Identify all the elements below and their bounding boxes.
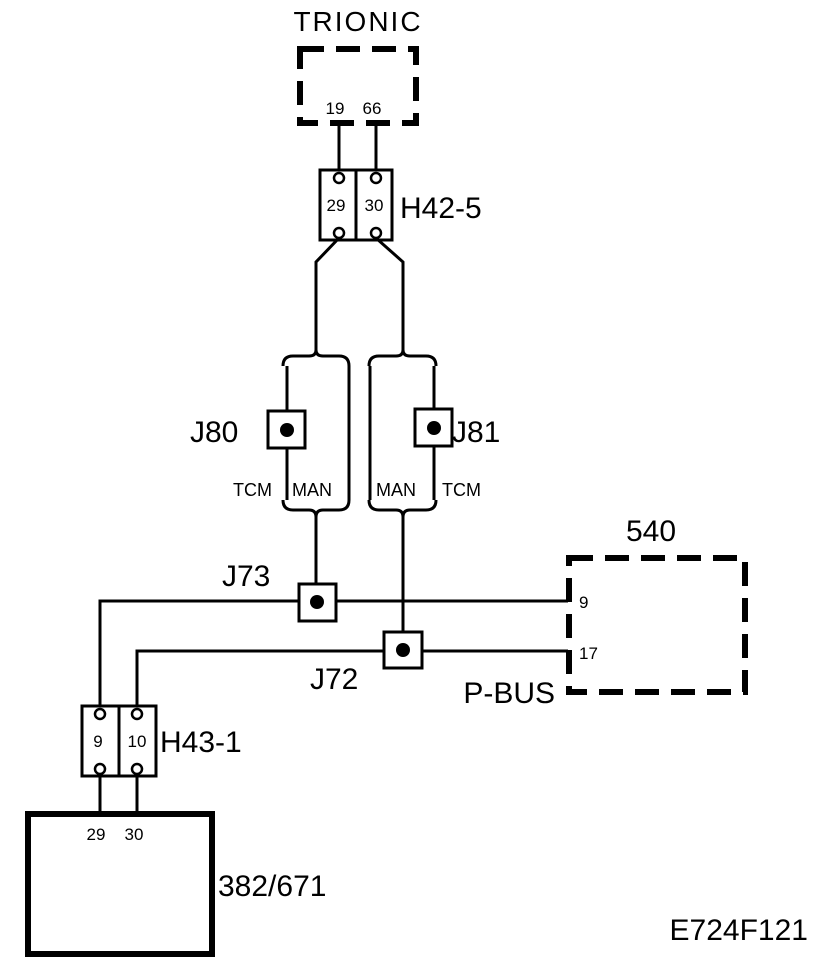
j81-box: [413, 407, 454, 448]
bracket-right-bottom: [367, 499, 438, 518]
module-540-box: [566, 555, 748, 695]
h43-1-pin-hole: [130, 707, 144, 721]
j72-label: J72: [310, 663, 358, 696]
j80-label: J80: [190, 416, 238, 449]
h42-5-label: H42-5: [400, 192, 482, 225]
j81-label: J81: [452, 416, 500, 449]
wire-h42-5-30-down: [375, 236, 405, 340]
h42-5-pin-hole: [369, 226, 383, 240]
bracket-left-man-label: MAN: [292, 480, 332, 500]
h42-5-pin-29: 29: [327, 196, 346, 215]
module-382-671-label: 382/671: [218, 870, 326, 903]
figure-id: E724F121: [670, 914, 808, 947]
h43-1-label: H43-1: [160, 726, 242, 759]
module-382-671-pin-30: 30: [125, 825, 144, 844]
h43-1-pin-hole: [93, 707, 107, 721]
jumper-j80: J80: [190, 409, 307, 450]
wire-pin17-bus: [135, 649, 568, 708]
j72-node: [396, 643, 410, 657]
trionic-box: [297, 46, 419, 126]
h42-5-pin-hole: [369, 171, 383, 185]
bracket-left-bottom: [281, 499, 351, 518]
j73-label: J73: [222, 560, 270, 593]
bracket-left-tcm-label: TCM: [233, 480, 272, 500]
trionic-pin-66: 66: [363, 99, 382, 118]
module-382-671-box: [25, 811, 215, 957]
bracket-right-man-label: MAN: [376, 480, 416, 500]
j81-node: [427, 421, 441, 435]
wire-pin9-bus: [98, 599, 568, 708]
h42-5-pin-hole: [332, 171, 346, 185]
connector-h42-5: 29 30 H42-5: [318, 168, 482, 242]
h42-5-pin-hole: [332, 226, 346, 240]
module-540-pin-9: 9: [579, 593, 588, 612]
wire-h42-5-29-down: [314, 236, 341, 340]
h43-1-pin-10: 10: [128, 732, 147, 751]
module-540-pin-17: 17: [579, 644, 598, 663]
j73-node: [310, 595, 324, 609]
j80-box: [266, 409, 307, 450]
connector-h43-1: 9 10 H43-1: [80, 704, 242, 778]
h42-5-pin-30: 30: [365, 196, 384, 215]
module-382-671: 29 30 382/671: [25, 811, 326, 957]
trionic-pin-19: 19: [326, 99, 345, 118]
jumper-j81: J81: [413, 407, 500, 449]
h43-1-pin-9: 9: [93, 732, 102, 751]
h43-1-pin-hole: [93, 762, 107, 776]
trionic-module: TRIONIC 19 66: [293, 6, 422, 126]
bracket-right-top: [367, 340, 438, 367]
bracket-right-tcm-label: TCM: [442, 480, 481, 500]
splice-j73: J73: [222, 560, 338, 623]
h43-1-pin-hole: [130, 762, 144, 776]
module-540-label: 540: [626, 515, 676, 548]
j80-node: [280, 423, 294, 437]
j72-box: [382, 630, 424, 670]
bracket-left-top: [281, 340, 351, 367]
module-382-671-pin-29: 29: [87, 825, 106, 844]
module-540: 540 9 17 P-BUS: [463, 515, 748, 710]
trionic-label: TRIONIC: [293, 6, 422, 37]
splice-j72: J72: [310, 630, 424, 696]
module-540-bus-label: P-BUS: [463, 677, 555, 710]
